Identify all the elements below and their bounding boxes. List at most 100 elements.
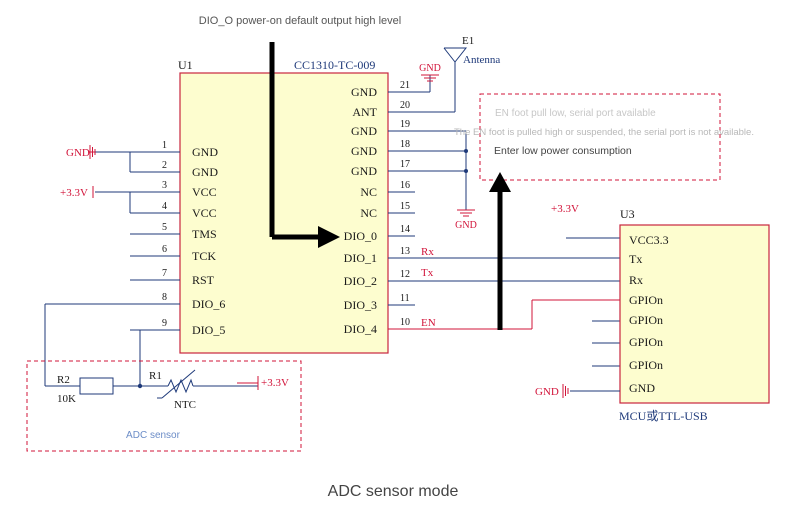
- pin-name: GND: [192, 145, 218, 159]
- en-wire: [388, 299, 620, 330]
- en-net-label: EN: [421, 317, 436, 329]
- dio0-note: DIO_O power-on default output high level: [199, 15, 401, 27]
- r1-ref: R1: [149, 370, 162, 382]
- en-high-note: The EN foot is pulled high or suspended,…: [454, 127, 754, 138]
- u3-pin-name: GND: [629, 381, 655, 395]
- pin-name: TMS: [192, 227, 217, 241]
- u3-pin-name: GPIOn: [629, 335, 663, 349]
- pin-name: ANT: [352, 105, 377, 119]
- u1-ref: U1: [178, 58, 193, 72]
- pin-number: 18: [400, 139, 410, 150]
- caption: ADC sensor mode: [328, 483, 459, 500]
- low-power-note: Enter low power consumption: [494, 145, 632, 157]
- pin-name: VCC: [192, 185, 217, 199]
- pin-name: RST: [192, 273, 215, 287]
- u3-pin-name: Rx: [629, 273, 643, 287]
- rx-net-label: Rx: [421, 246, 434, 258]
- pin-number: 2: [162, 160, 167, 171]
- pin-number: 19: [400, 119, 410, 130]
- pin-number: 17: [400, 159, 410, 170]
- r1-value: NTC: [174, 399, 196, 411]
- pin-name: NC: [360, 206, 377, 220]
- tx-net-label: Tx: [421, 267, 434, 279]
- pin-number: 9: [162, 318, 167, 329]
- pin-number: 13: [400, 246, 410, 257]
- pin-name: VCC: [192, 206, 217, 220]
- pin-name: GND: [351, 144, 377, 158]
- right-pin-stubs: [388, 191, 415, 306]
- en-arrow: [489, 172, 511, 330]
- gnd-symbol-u3: [562, 384, 569, 398]
- pin-number: 14: [400, 224, 410, 235]
- pin-name: GND: [351, 164, 377, 178]
- pin-number: 15: [400, 201, 410, 212]
- vcc-label-left: +3.3V: [60, 187, 88, 199]
- pin-number: 5: [162, 222, 167, 233]
- r2-value: 10K: [57, 393, 76, 405]
- r2-ref: R2: [57, 374, 70, 386]
- gnd-label-left: GND: [66, 147, 90, 159]
- u3-label: MCU或TTL-USB: [619, 409, 708, 423]
- r1-ntc-thermistor: [157, 369, 196, 399]
- pin-name: DIO_2: [344, 274, 377, 288]
- pin-number: 21: [400, 80, 410, 91]
- r2-resistor: [79, 377, 114, 395]
- pin-number: 16: [400, 180, 410, 191]
- u3-pin-name: VCC3.3: [629, 233, 669, 247]
- u3-ref: U3: [620, 207, 635, 221]
- pin-number: 10: [400, 317, 410, 328]
- u3-pin-name: GPIOn: [629, 293, 663, 307]
- gnd-symbol-top: [421, 74, 439, 82]
- pin-number: 4: [162, 201, 167, 212]
- pin-name: GND: [351, 124, 377, 138]
- pin-name: GND: [192, 165, 218, 179]
- u1-right-pins: 21GND20ANT19GND18GND17GND16NC15NC14DIO_0…: [344, 80, 410, 336]
- adc-sensor-box: [26, 360, 302, 452]
- pin-name: GND: [351, 85, 377, 99]
- pin-name: DIO_5: [192, 323, 225, 337]
- gnd-label-u3: GND: [535, 386, 559, 398]
- gnd-symbol-left: [88, 145, 96, 159]
- gnd-label-right: GND: [455, 220, 477, 231]
- u1-part: CC1310-TC-009: [294, 58, 375, 72]
- junction-dot: [464, 169, 468, 173]
- pin-number: 3: [162, 180, 167, 191]
- gnd-symbol-right: [457, 209, 475, 217]
- pin-name: DIO_6: [192, 297, 225, 311]
- junction-dot: [137, 383, 143, 389]
- pin-name: DIO_1: [344, 251, 377, 265]
- antenna-icon: [443, 47, 468, 63]
- u3-pin-name: Tx: [629, 252, 642, 266]
- pin-name: TCK: [192, 249, 216, 263]
- pin-name: DIO_0: [344, 229, 377, 243]
- en-note-box: [479, 93, 721, 181]
- pin-name: DIO_4: [344, 322, 377, 336]
- junction-dot: [464, 149, 468, 153]
- u3-chip-body: [619, 224, 770, 404]
- dio0-arrow: [269, 42, 340, 248]
- pin-name: NC: [360, 185, 377, 199]
- u3-pin-name: GPIOn: [629, 358, 663, 372]
- pin-number: 8: [162, 292, 167, 303]
- pin-number: 6: [162, 244, 167, 255]
- vcc-label-ntc: +3.3V: [261, 377, 289, 389]
- right-wiring: [388, 62, 620, 367]
- adc-box-label: ADC sensor: [126, 430, 181, 441]
- pin-number: 20: [400, 100, 410, 111]
- u3-pin-name: GPIOn: [629, 313, 663, 327]
- pin-number: 7: [162, 268, 167, 279]
- left-wiring: [44, 151, 258, 387]
- pin-number: 1: [162, 140, 167, 151]
- gnd-label-top: GND: [419, 63, 441, 74]
- antenna-ref: E1: [462, 35, 474, 47]
- pin-number: 12: [400, 269, 410, 280]
- vcc-label-u3: +3.3V: [551, 203, 579, 215]
- antenna-name: Antenna: [463, 54, 500, 66]
- en-low-note: EN foot pull low, serial port available: [495, 108, 656, 119]
- pin-name: DIO_3: [344, 298, 377, 312]
- u1-chip-body: [179, 72, 389, 354]
- pin-number: 11: [400, 293, 410, 304]
